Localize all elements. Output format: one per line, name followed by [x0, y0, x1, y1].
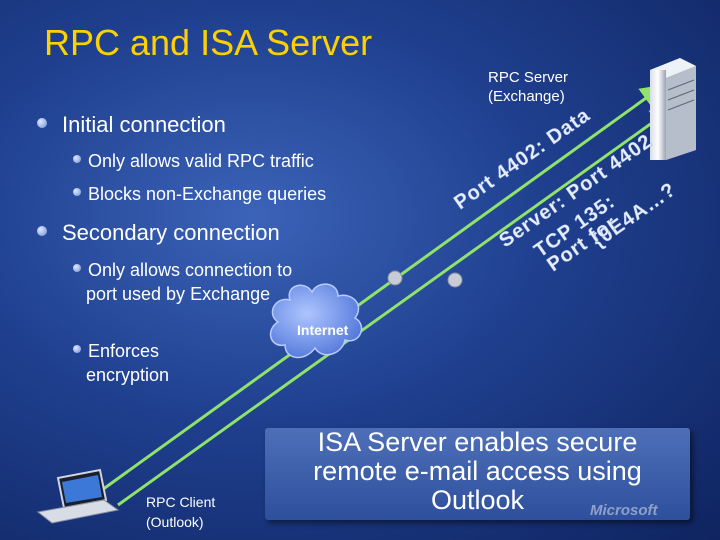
bullet-item: Only allows connection to port used by E… — [86, 260, 293, 304]
arrow-annotations: Port 4402: Data Server: Port 4402 TCP 13… — [450, 104, 681, 277]
banner-line: Outlook — [430, 485, 525, 515]
laptop-icon — [36, 468, 120, 524]
banner-line: remote e-mail access using — [313, 456, 642, 486]
server-label-line: (Exchange) — [488, 88, 565, 105]
client-label-line: RPC Client — [146, 494, 216, 510]
section-heading-secondary: Secondary connection — [62, 220, 280, 245]
initial-connection-line — [94, 84, 665, 497]
node-dot — [447, 272, 463, 288]
summary-banner-text: ISA Server enables secure remote e-mail … — [265, 428, 690, 515]
bullet-item: Only allows valid RPC traffic — [88, 151, 314, 171]
bullet-icon — [37, 226, 47, 236]
sub-bullet-icon — [73, 264, 81, 272]
bullet-icon — [37, 118, 47, 128]
sub-bullet-icon — [73, 155, 81, 163]
sub-bullet-icon — [73, 188, 81, 196]
connection-lines — [94, 84, 675, 507]
sub-bullet-icon — [73, 345, 81, 353]
server-label: RPC Server (Exchange) — [488, 68, 568, 106]
server-tower-icon — [650, 58, 696, 160]
summary-banner — [265, 428, 690, 520]
secondary-connection-line — [117, 106, 675, 507]
section-heading-initial: Initial connection — [62, 112, 226, 137]
cloud-icon — [269, 283, 363, 359]
client-label-line: (Outlook) — [146, 514, 204, 530]
slide-title: RPC and ISA Server — [44, 22, 373, 63]
banner-line: ISA Server enables secure — [317, 427, 638, 457]
node-dot — [387, 270, 403, 286]
brand-watermark: Microsoft — [590, 502, 658, 519]
cloud-label: Internet — [297, 322, 349, 338]
bullet-item: Blocks non-Exchange queries — [88, 184, 327, 204]
bullet-item: Enforces encryption — [86, 341, 170, 385]
client-label: RPC Client (Outlook) — [146, 492, 215, 532]
server-label-line: RPC Server — [488, 69, 569, 86]
